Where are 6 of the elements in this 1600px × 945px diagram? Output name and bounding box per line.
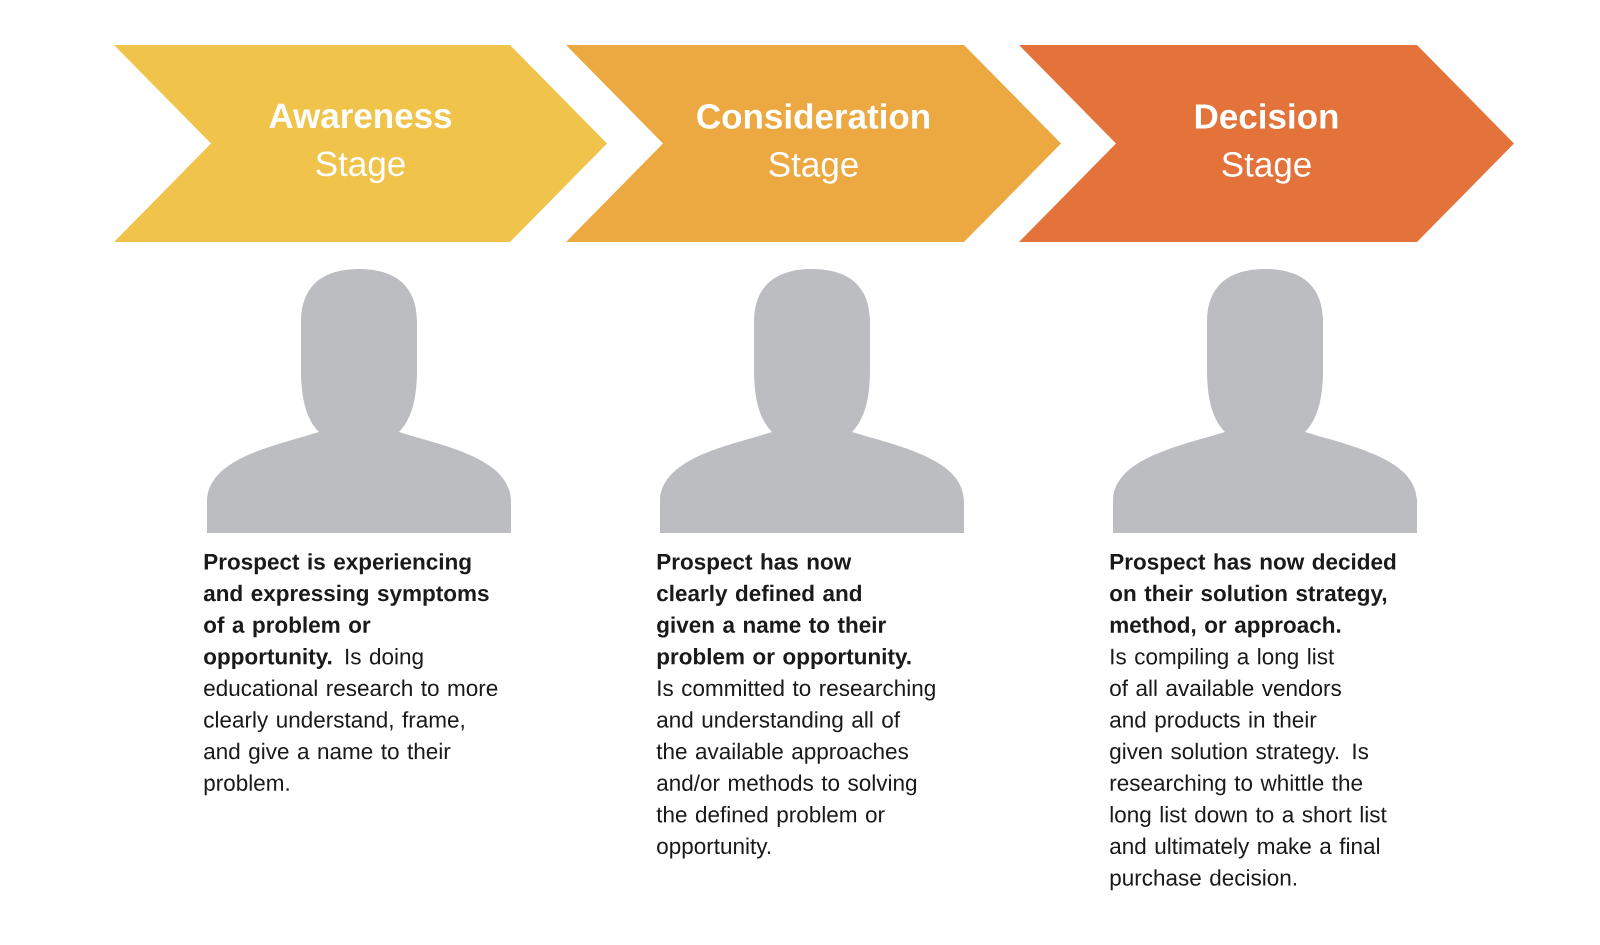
description-text: Prospect is experiencing and expressing symptoms of a problem or opportunity. Is doing educational research to more clearly understand, frame, and give a name to their problem. — [203, 553, 498, 796]
description-text: Prospect has now decided on their solution strategy, method, or approach. Is compiling a long list of all available vendors and products in their given solution strategy. Is researching to whittle the long list down to a short list and ultimately make a final purchase decision. — [1110, 553, 1396, 891]
chevron-stage: Consideration Stage — [566, 45, 1061, 242]
description-text: Prospect has now clearly defined and given a name to their problem or opportunity. Is committed to researching and understanding all of the available approaches and/or methods to solving the defined problem or opportunity. — [656, 553, 935, 859]
chevron-stage: Awareness Stage — [114, 45, 607, 242]
chevron-stage: Decision Stage — [1019, 45, 1514, 242]
